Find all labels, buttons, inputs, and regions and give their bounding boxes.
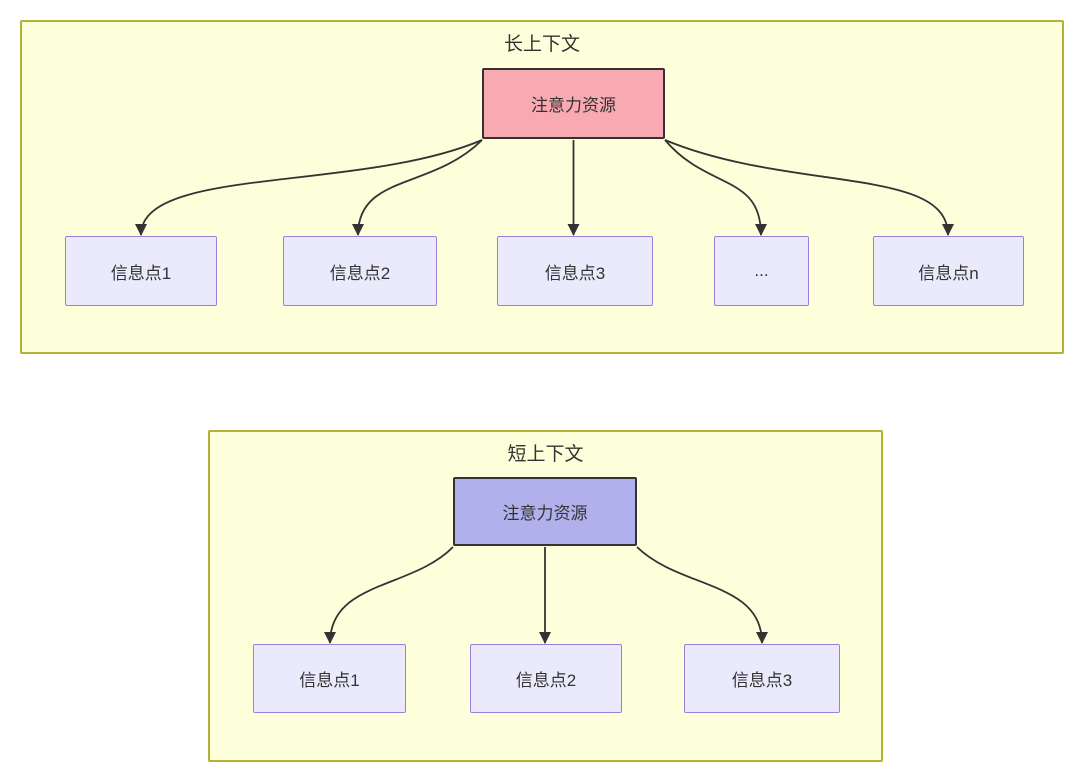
short-info-node-1: 信息点1 bbox=[253, 644, 406, 713]
short-info-node-2: 信息点2 bbox=[470, 644, 622, 713]
short-info-node-3: 信息点3 bbox=[684, 644, 840, 713]
long-info-node-ellipsis: ... bbox=[714, 236, 809, 306]
long-context-title: 长上下文 bbox=[503, 34, 580, 55]
long-info-node-2: 信息点2 bbox=[283, 236, 437, 306]
short-attention-node: 注意力资源 bbox=[453, 477, 637, 546]
long-info-node-n: 信息点n bbox=[873, 236, 1024, 306]
short-context-title: 短上下文 bbox=[507, 444, 584, 465]
long-info-node-3: 信息点3 bbox=[497, 236, 653, 306]
long-info-node-1: 信息点1 bbox=[65, 236, 217, 306]
long-attention-node: 注意力资源 bbox=[482, 68, 665, 139]
